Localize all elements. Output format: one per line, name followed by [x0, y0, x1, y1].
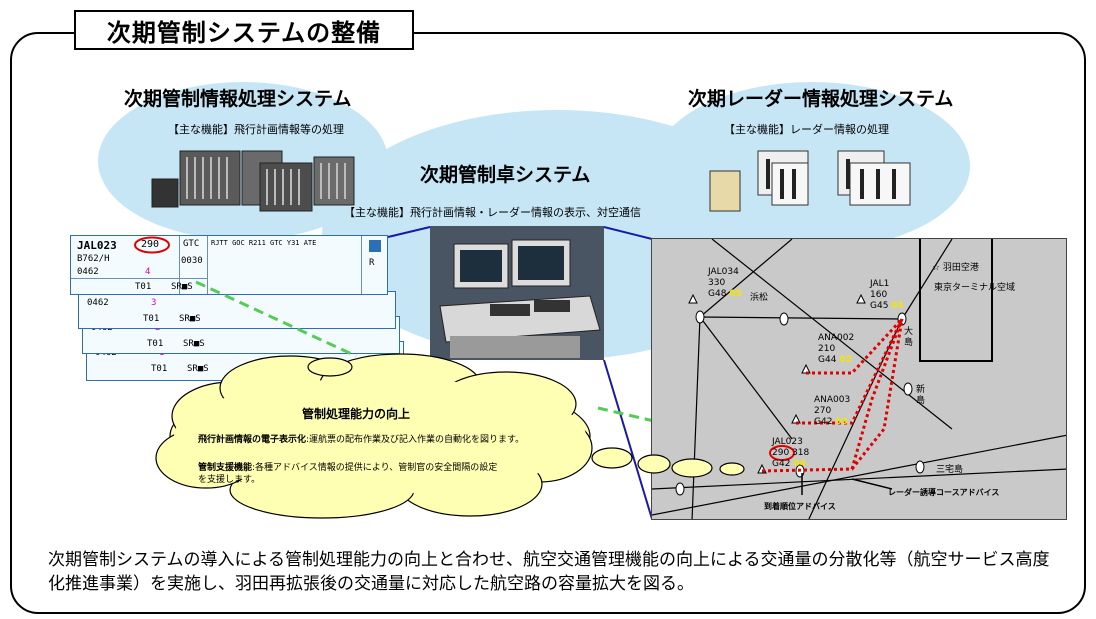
strip-sector: T01	[135, 282, 152, 292]
aircraft-tag-ana002: ANA002 210 G44 02	[818, 333, 855, 365]
strip-fix: GTC	[183, 239, 200, 249]
radar-system-title: 次期レーダー情報処理システム	[688, 88, 954, 110]
strip-altitude-highlight	[134, 236, 170, 254]
aircraft-tag-jal034: JAL034 330 G48 05	[708, 267, 742, 299]
info-system-function: 【主な機能】飛行計画情報等の処理	[168, 123, 344, 136]
radar-system-function: 【主な機能】レーダー情報の処理	[724, 123, 889, 136]
radar-place-niijima: 新 島	[916, 385, 926, 406]
page-title: 次期管制システムの整備	[74, 10, 414, 50]
console-system-title: 次期管制卓システム	[420, 164, 591, 186]
strip-number: 4	[145, 267, 151, 277]
strip-altitude: 290	[141, 239, 160, 250]
radar-display: ☆ 羽田空港 東京ターミナル空域 浜松 大 島 新 島 三宅島 JAL034 3…	[651, 238, 1067, 520]
console-system-function: 【主な機能】飛行計画情報・レーダー情報の表示、対空通信	[344, 206, 641, 219]
cloud-item-2: 管制支援機能:各種アドバイス情報の提供により、管制官の安全間隔の設定を支援します…	[198, 463, 498, 485]
strip-flags: SR■S	[171, 282, 193, 292]
aircraft-tag-ana003: ANA003 270 G42 03	[814, 395, 851, 427]
info-system-title: 次期管制情報処理システム	[124, 88, 352, 110]
radar-place-oshima: 大 島	[904, 327, 914, 348]
strip-edit-icon[interactable]	[369, 240, 381, 252]
description-text: 次期管制システムの導入による管制処理能力の向上と合わせ、航空交通管理機能の向上に…	[48, 550, 1050, 594]
cloud-heading: 管制処理能力の向上	[302, 407, 411, 421]
strip-callsign: JAL023	[77, 239, 117, 252]
course-advisory-label: レーダー誘導コースアドバイス	[888, 488, 1000, 497]
flight-strip-main: JAL023 290 GTC 0030 RJTT GOC R211 GTC Y3…	[70, 235, 388, 295]
sequence-advisory-label: 到着順位アドバイス	[764, 502, 836, 511]
strip-type: B762/H	[77, 254, 110, 264]
aircraft-tag-jal1: JAL1 160 G45 01	[870, 279, 904, 311]
flight-strip-row-1: 0462 3 T01 SR■S	[78, 291, 396, 329]
cloud-item-1: 飛行計画情報の電子表示化:運航票の配布作業及び記入作業の自動化を図ります。	[198, 435, 525, 445]
radar-airport-label: ☆ 羽田空港	[932, 263, 979, 273]
console-illustration	[430, 226, 604, 360]
radar-place-miyake: 三宅島	[936, 465, 964, 475]
console-photo	[430, 226, 604, 360]
radar-route-map	[652, 239, 1066, 519]
strip-mark: R	[369, 258, 375, 268]
aircraft-tag-jal023: JAL023 290 318 G42 04	[772, 437, 810, 469]
radar-system-ellipse	[654, 82, 970, 250]
strip-time: 0030	[181, 256, 203, 266]
radar-server-illustration	[709, 150, 911, 212]
radar-terminal-label: 東京ターミナル空域	[934, 283, 1016, 293]
info-server-illustration	[151, 150, 355, 212]
radar-place-hamamatsu: 浜松	[750, 293, 769, 303]
strip-code: 0462	[77, 267, 99, 277]
strip-route: RJTT GOC R211 GTC Y31 ATE	[211, 239, 317, 247]
